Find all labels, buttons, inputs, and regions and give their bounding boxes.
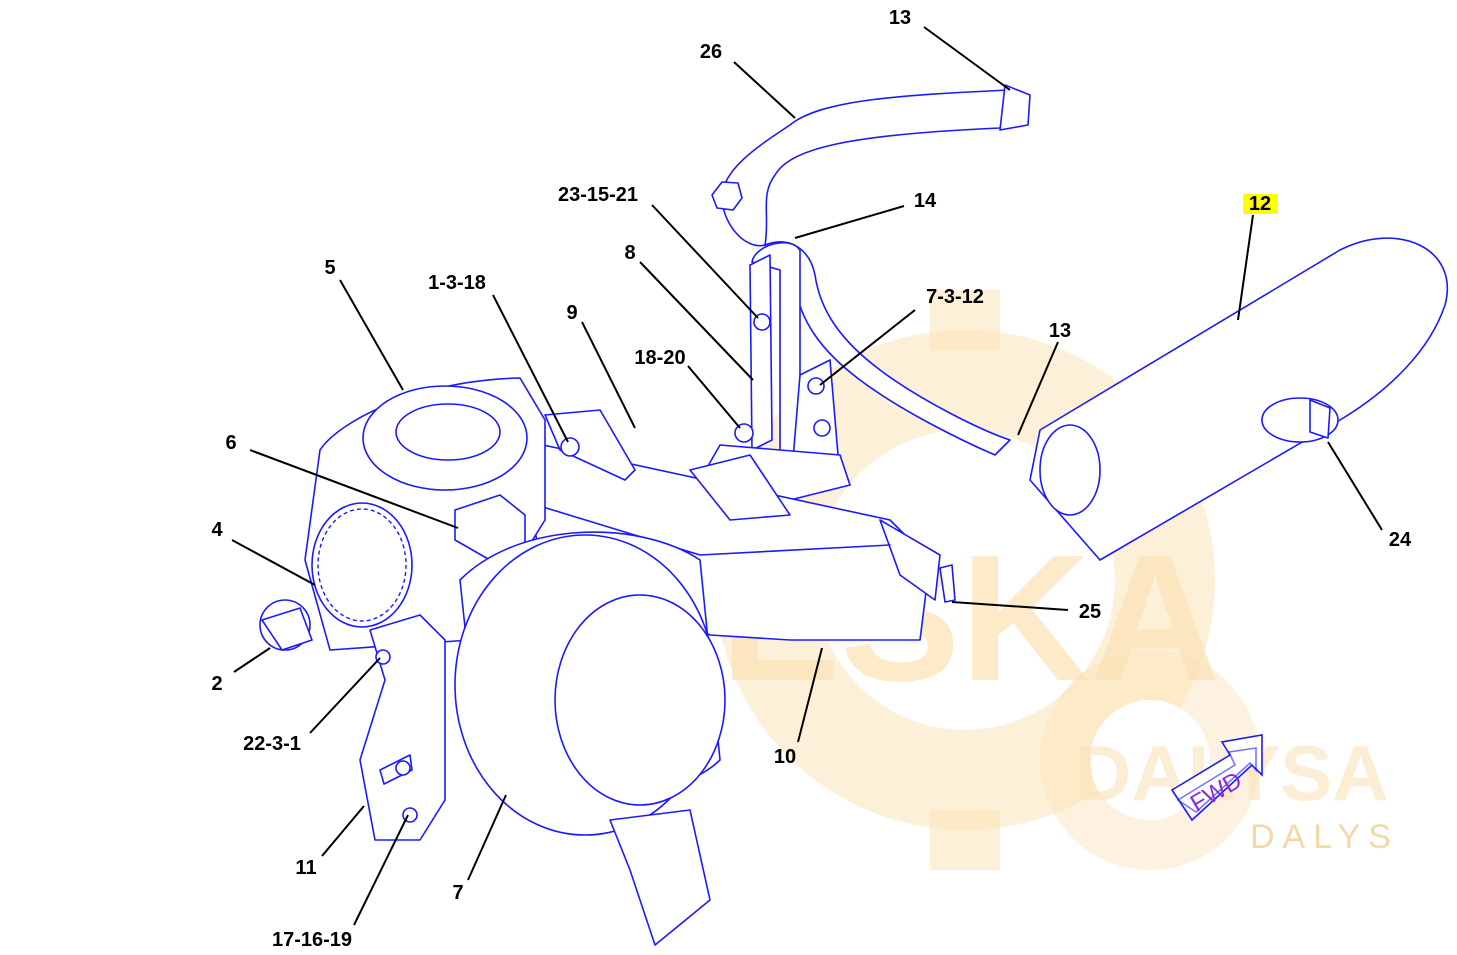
filter-7: [454, 531, 726, 946]
callout-7-3-12: 7-3-12: [926, 286, 984, 308]
callout-4: 4: [211, 519, 223, 541]
callout-13-right: 13: [1049, 320, 1071, 342]
bracket-11: [359, 614, 446, 841]
callout-17-16-19: 17-16-19: [272, 929, 352, 951]
callout-18-20: 18-20: [634, 347, 685, 369]
callout-14: 14: [914, 190, 937, 212]
bolt-icon: [375, 649, 391, 665]
callout-8: 8: [624, 242, 635, 264]
clamp-icon: [1309, 399, 1331, 439]
tube-26: [711, 84, 1031, 247]
bolt-icon: [734, 423, 754, 443]
callout-23-15-21: 23-15-21: [558, 184, 638, 206]
callout-10: 10: [774, 746, 796, 768]
hex-nut-icon: [711, 181, 743, 211]
gasket-4: [311, 502, 413, 628]
clamp-icon: [939, 564, 956, 603]
callout-13-top: 13: [889, 7, 911, 29]
callout-25: 25: [1079, 601, 1101, 623]
callout-1-3-18: 1-3-18: [428, 272, 486, 294]
callout-2: 2: [211, 673, 222, 695]
bolt-icon: [395, 760, 411, 776]
callout-7: 7: [452, 882, 463, 904]
leader-lines: [231, 26, 1383, 926]
watermark-line3: DALYS: [1250, 818, 1399, 856]
highlight-marker: [1243, 194, 1278, 214]
callout-12: 12: [1249, 193, 1271, 215]
nut-icon: [807, 377, 825, 395]
fwd-arrow-icon: FWD: [1170, 734, 1263, 822]
bracket-9: [544, 409, 791, 521]
callout-26: 26: [700, 41, 722, 63]
callouts: 13 26 23-15-21 14 12 5 1-3-18 8 9 7-3-12…: [211, 7, 1412, 951]
callout-6: 6: [225, 432, 236, 454]
dust-valve: [609, 809, 711, 946]
callout-11: 11: [295, 857, 316, 879]
callout-22-3-1: 22-3-1: [243, 733, 301, 755]
bolt-icon: [560, 437, 580, 457]
drawing: [259, 84, 1448, 946]
callout-5: 5: [324, 257, 335, 279]
intake-elbow-12: [1029, 237, 1448, 561]
callout-24: 24: [1389, 529, 1412, 551]
callout-9: 9: [566, 302, 577, 324]
nut-icon: [813, 419, 831, 437]
